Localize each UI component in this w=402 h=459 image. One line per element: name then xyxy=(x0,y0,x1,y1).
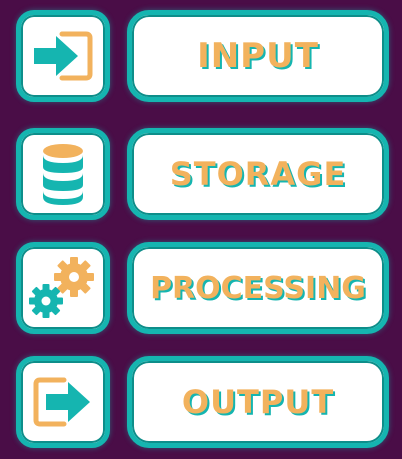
step-label-input: INPUT xyxy=(197,36,319,76)
input-icon-box xyxy=(16,10,110,102)
step-label-output: OUTPUT xyxy=(181,383,335,421)
database-icon xyxy=(38,141,88,207)
processing-icon-box xyxy=(16,242,110,334)
output-label-box: OUTPUT xyxy=(127,356,389,448)
output-icon-box xyxy=(16,356,110,448)
step-output: OUTPUT xyxy=(0,356,402,456)
step-processing: PROCESSING xyxy=(0,242,402,342)
output-arrow-icon xyxy=(28,372,98,432)
storage-icon-box xyxy=(16,128,110,220)
processing-label-box: PROCESSING xyxy=(127,242,389,334)
step-storage: STORAGE xyxy=(0,128,402,228)
step-label-processing: PROCESSING xyxy=(150,270,366,306)
gears-icon xyxy=(24,253,102,323)
input-label-box: INPUT xyxy=(127,10,389,102)
input-arrow-icon xyxy=(28,26,98,86)
storage-label-box: STORAGE xyxy=(127,128,389,220)
step-label-storage: STORAGE xyxy=(169,155,347,193)
step-input: INPUT xyxy=(0,10,402,110)
